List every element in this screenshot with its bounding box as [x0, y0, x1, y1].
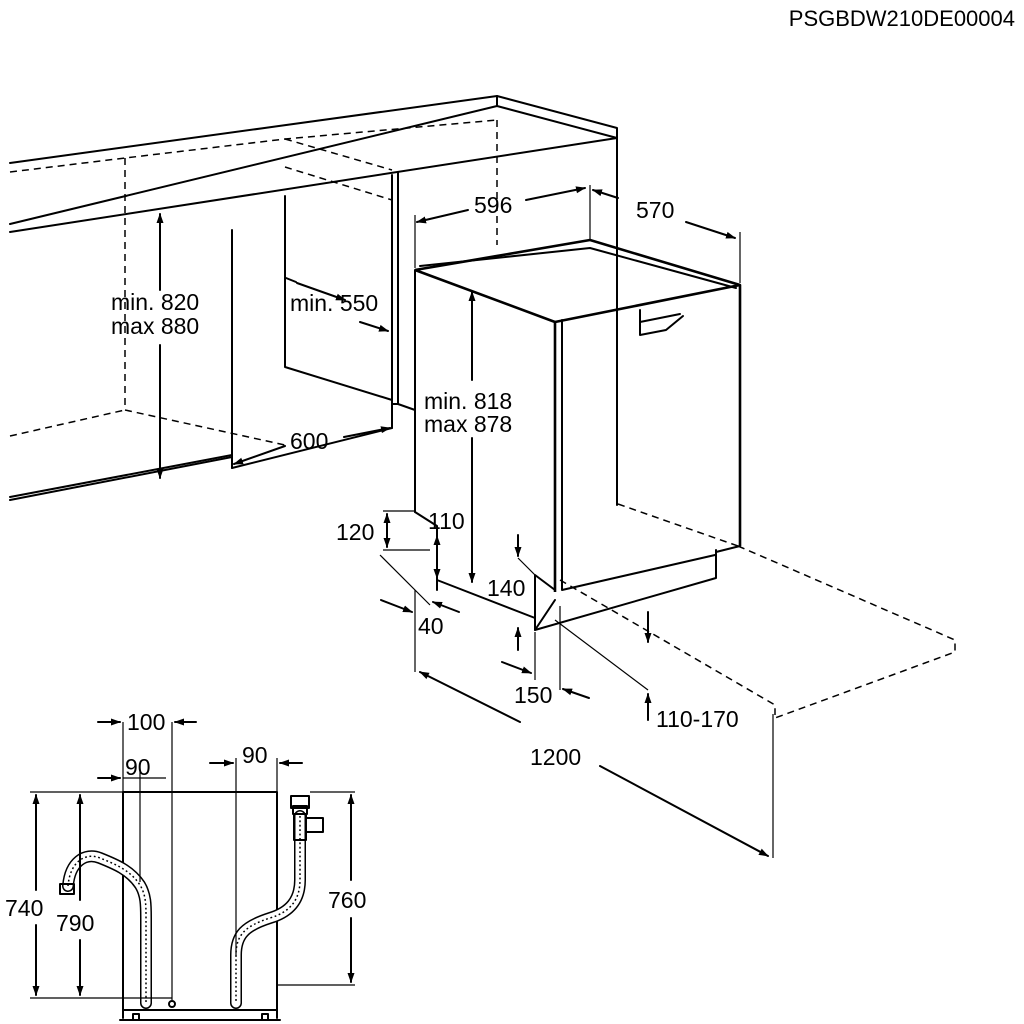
hose-detail: 100 90 90 740 790 760 [5, 709, 366, 1021]
outlet-width-label: 100 [127, 709, 165, 735]
inlet-height-label: 760 [328, 887, 366, 913]
inlet-offset-label: 90 [242, 742, 268, 768]
drain-height-label: 740 [5, 895, 43, 921]
appliance-height-max-label: max 878 [424, 411, 512, 437]
drain-max-height-label: 790 [56, 910, 94, 936]
worktop-height-max-label: max 880 [111, 313, 199, 339]
dimension-lines [156, 185, 741, 583]
plinth-offset-label: 150 [514, 682, 552, 708]
dishwasher-body [414, 238, 742, 631]
dimension-labels: 596 570 min. 820 max 880 min. 550 600 mi… [111, 192, 739, 770]
plinth-height-range-label: 110-170 [656, 706, 739, 732]
niche-width-label: 600 [290, 428, 328, 454]
kitchen-cabinet [9, 95, 618, 506]
drain-offset-label: 90 [125, 754, 151, 780]
plinth-recess-label: 40 [418, 613, 444, 639]
appliance-height-min-label: min. 818 [424, 388, 512, 414]
floor-outline [559, 503, 956, 719]
appliance-depth-label: 570 [636, 197, 674, 223]
document-code: PSGBDW210DE00004 [789, 6, 1015, 31]
niche-depth-label: min. 550 [290, 290, 378, 316]
plinth-front-label: 110 [428, 508, 465, 534]
appliance-width-label: 596 [474, 192, 512, 218]
plinth-left-label: 120 [336, 519, 374, 545]
door-swing-label: 1200 [530, 744, 581, 770]
inlet-hose [230, 795, 324, 1009]
plinth-dimensions [379, 510, 774, 858]
plinth-gap-label: 140 [487, 575, 525, 601]
worktop-height-min-label: min. 820 [111, 289, 199, 315]
